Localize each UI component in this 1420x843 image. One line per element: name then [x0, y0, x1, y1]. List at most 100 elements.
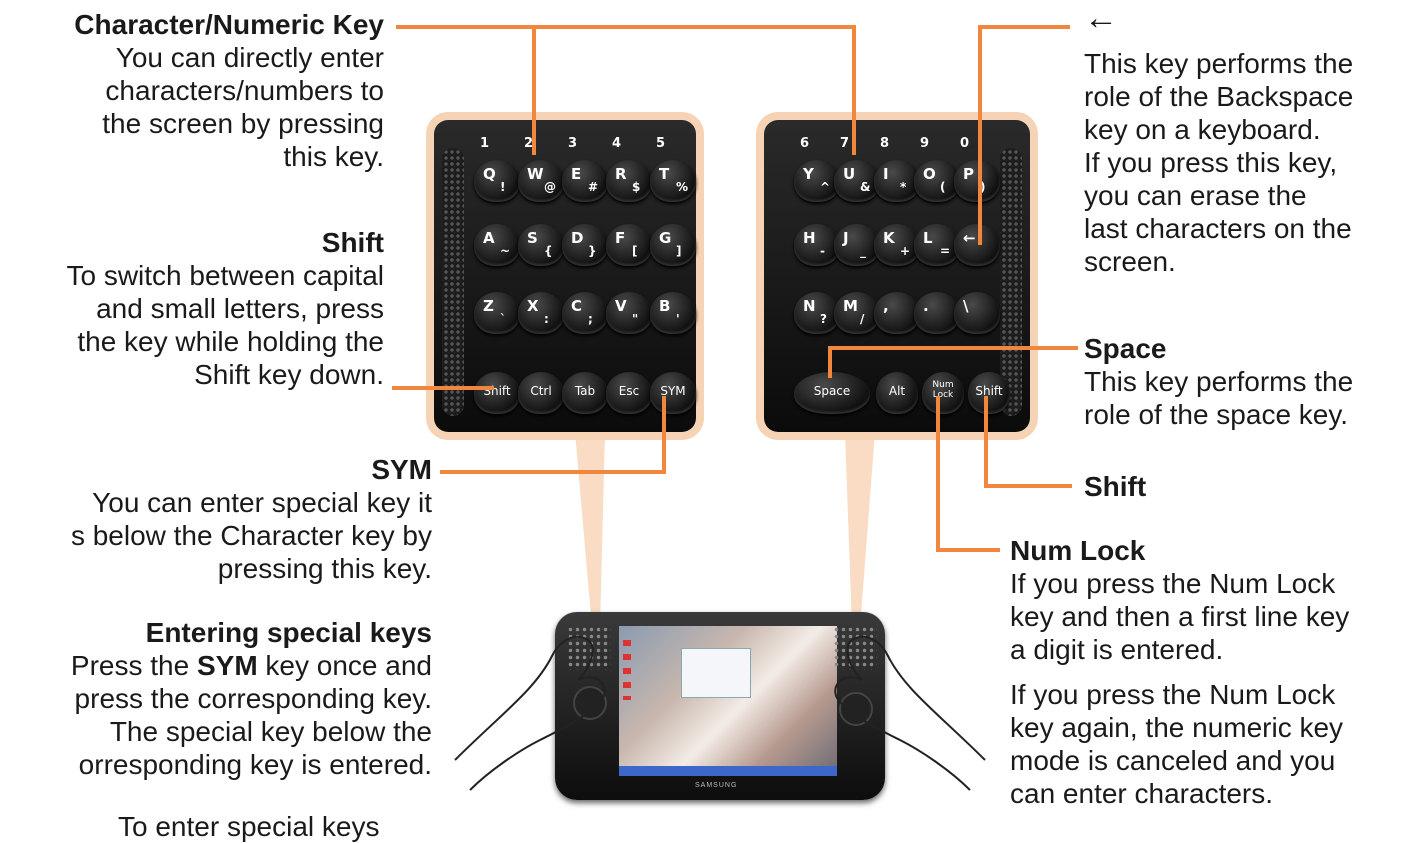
- space-block: Space This key performs the role of the …: [1084, 332, 1353, 431]
- sym-heading: SYM: [371, 454, 432, 485]
- left-dpad: [573, 686, 607, 720]
- key-main-char: T: [659, 165, 670, 183]
- key-special-char: /: [860, 312, 865, 326]
- left-key[interactable]: A~: [474, 224, 520, 266]
- device-screen: [619, 626, 837, 776]
- key-main-char: .: [923, 297, 929, 315]
- space-callout: [828, 346, 1078, 350]
- key-main-char: ,: [883, 297, 889, 315]
- key-main-char: B: [659, 297, 671, 315]
- shift-left-desc-1: To switch between capital: [66, 260, 384, 291]
- key-label: Ctrl: [530, 384, 552, 398]
- backspace-desc-6: last characters on the: [1084, 213, 1352, 244]
- left-key[interactable]: V": [606, 292, 652, 334]
- left-hand: [454, 635, 606, 791]
- device-brand: SAMSUNG: [695, 782, 738, 789]
- left-key[interactable]: G]: [650, 224, 696, 266]
- right-key[interactable]: J_: [834, 224, 880, 266]
- right-key[interactable]: I*: [874, 160, 920, 202]
- key-main-char: M: [843, 297, 858, 315]
- left-tab-key[interactable]: Tab: [562, 372, 608, 414]
- left-key[interactable]: F[: [606, 224, 652, 266]
- left-key[interactable]: Q!: [474, 160, 520, 202]
- right-shift-key[interactable]: Shift: [968, 372, 1010, 414]
- left-number-label: 1: [480, 136, 490, 151]
- right-key[interactable]: ,: [874, 292, 920, 334]
- key-main-char: E: [571, 165, 582, 183]
- left-ctrl-key[interactable]: Ctrl: [518, 372, 564, 414]
- shift-left-callout: [392, 386, 494, 390]
- space-callout-drop: [828, 346, 832, 378]
- right-key[interactable]: Y^: [794, 160, 840, 202]
- special-keys-heading: Entering special keys: [145, 617, 432, 648]
- key-label: Space: [813, 384, 851, 398]
- right-key[interactable]: ←: [954, 224, 1000, 266]
- left-key[interactable]: E#: [562, 160, 608, 202]
- right-key[interactable]: \: [954, 292, 1000, 334]
- key-special-char: @: [544, 180, 556, 194]
- key-special-char: &: [860, 180, 871, 194]
- left-zoom-beam: [575, 432, 605, 628]
- key-main-char: W: [527, 165, 544, 183]
- right-key[interactable]: .: [914, 292, 960, 334]
- key-main-char: H: [803, 229, 816, 247]
- left-number-label: 5: [656, 136, 666, 151]
- right-number-label: 7: [840, 136, 850, 151]
- backspace-callout: [978, 25, 1070, 29]
- right-key[interactable]: P): [954, 160, 1000, 202]
- key-main-char: Y: [803, 165, 814, 183]
- left-key[interactable]: R$: [606, 160, 652, 202]
- right-key[interactable]: K+: [874, 224, 920, 266]
- backspace-desc-1: This key performs the: [1084, 48, 1354, 79]
- left-number-label: 3: [568, 136, 578, 151]
- key-main-char: ←: [963, 229, 976, 247]
- key-special-char: ]: [676, 244, 682, 258]
- key-main-char: C: [571, 297, 583, 315]
- right-key[interactable]: L=: [914, 224, 960, 266]
- key-label: Shift: [975, 384, 1003, 398]
- key-main-char: P: [963, 165, 974, 183]
- left-key[interactable]: B': [650, 292, 696, 334]
- key-label: Num Lock: [932, 380, 954, 400]
- right-key[interactable]: M/: [834, 292, 880, 334]
- left-number-label: 4: [612, 136, 622, 151]
- right-key[interactable]: U&: [834, 160, 880, 202]
- right-key[interactable]: O(: [914, 160, 960, 202]
- backspace-block: ← This key performs the role of the Back…: [1084, 1, 1354, 278]
- key-main-char: J: [843, 229, 849, 247]
- left-key[interactable]: X:: [518, 292, 564, 334]
- right-number-label: 0: [960, 136, 970, 151]
- key-main-char: I: [883, 165, 889, 183]
- char-key-desc-3: the screen by pressing: [102, 108, 384, 139]
- key-special-char: ): [980, 180, 986, 194]
- backspace-desc-7: screen.: [1084, 246, 1176, 277]
- left-key[interactable]: T%: [650, 160, 696, 202]
- numlock-block: Num Lock If you press the Num Lock key a…: [1010, 534, 1349, 810]
- key-special-char: ': [676, 312, 680, 326]
- left-key[interactable]: W@: [518, 160, 564, 202]
- left-key[interactable]: Z`: [474, 292, 520, 334]
- right-key[interactable]: H-: [794, 224, 840, 266]
- right-alt-key[interactable]: Alt: [876, 372, 918, 414]
- left-key[interactable]: C;: [562, 292, 608, 334]
- left-number-label: 2: [524, 136, 534, 151]
- desktop-icons: [623, 640, 631, 700]
- right-space-key[interactable]: Space: [794, 372, 870, 414]
- key-main-char: D: [571, 229, 584, 247]
- numlock-callout-rise: [936, 396, 940, 552]
- key-special-char: _: [860, 244, 866, 258]
- special-keys-desc-2: press the corresponding key.: [74, 683, 432, 714]
- left-key[interactable]: D}: [562, 224, 608, 266]
- shift-left-desc-2: and small letters, press: [96, 293, 384, 324]
- numlock-desc-5: key again, the numeric key: [1010, 712, 1344, 743]
- sym-desc-2: s below the Character key by: [70, 520, 432, 551]
- left-sym-key[interactable]: SYM: [650, 372, 696, 414]
- left-esc-key[interactable]: Esc: [606, 372, 652, 414]
- left-key[interactable]: S{: [518, 224, 564, 266]
- right-key[interactable]: N?: [794, 292, 840, 334]
- sym-block: SYM You can enter special key it s below…: [71, 453, 432, 585]
- left-shift-key[interactable]: Shift: [474, 372, 520, 414]
- right-num-lock-key[interactable]: Num Lock: [922, 372, 964, 414]
